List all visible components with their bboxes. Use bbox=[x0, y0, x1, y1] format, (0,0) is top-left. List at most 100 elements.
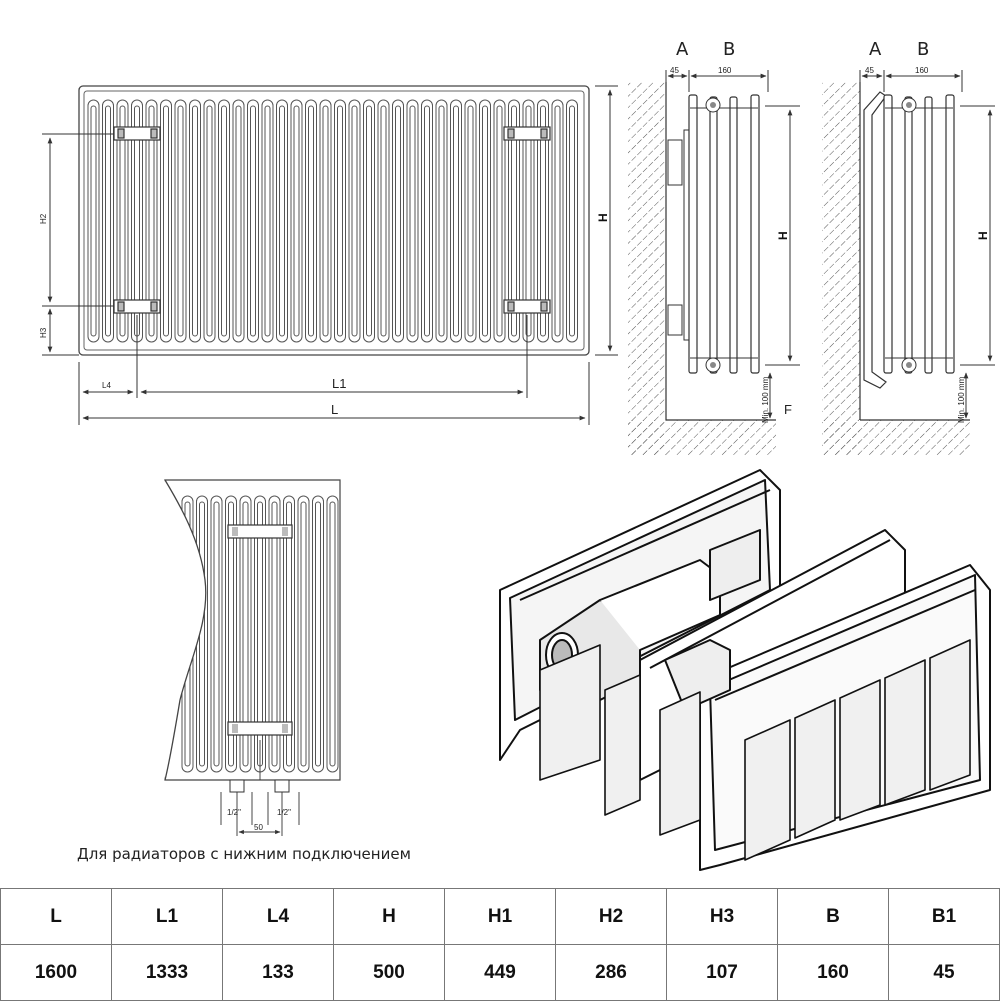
radiator-cutaway-3d bbox=[499, 469, 991, 871]
fin bbox=[145, 99, 158, 343]
fin bbox=[283, 495, 295, 773]
fin-inner bbox=[235, 105, 242, 337]
header-b: B bbox=[777, 888, 889, 945]
fin bbox=[232, 99, 245, 343]
radiator-fins bbox=[87, 99, 578, 343]
fin bbox=[334, 99, 346, 343]
fin bbox=[551, 99, 564, 343]
header-l1: L1 bbox=[111, 888, 223, 945]
header-b1: B1 bbox=[888, 888, 1000, 945]
value-l: 1600 bbox=[0, 944, 112, 1001]
value-l1: 1333 bbox=[111, 944, 223, 1001]
fin-inner bbox=[337, 105, 343, 337]
side2-min-clearance: Min. 100 mm bbox=[957, 376, 966, 423]
header-h: H bbox=[333, 888, 445, 945]
side-h-label: H bbox=[776, 231, 790, 240]
thread-right-label: 1/2" bbox=[277, 808, 291, 817]
fin bbox=[319, 99, 332, 343]
value-h: 500 bbox=[333, 944, 445, 1001]
side2-dim-45: 45 bbox=[865, 66, 874, 75]
fin bbox=[218, 99, 230, 343]
side2-h-label: H bbox=[976, 231, 990, 240]
side2-dim-160: 160 bbox=[915, 66, 929, 75]
fin-inner bbox=[105, 105, 111, 337]
value-l4: 133 bbox=[222, 944, 334, 1001]
side-dim-45: 45 bbox=[670, 66, 679, 75]
fin-inner bbox=[192, 105, 198, 337]
fin-inner bbox=[467, 105, 474, 337]
fin bbox=[348, 99, 361, 343]
fin-inner bbox=[569, 105, 575, 337]
fin bbox=[102, 99, 114, 343]
fin bbox=[450, 99, 462, 343]
value-h1: 449 bbox=[444, 944, 556, 1001]
fin-inner bbox=[148, 105, 155, 337]
side-dim-160: 160 bbox=[718, 66, 732, 75]
fin-inner bbox=[496, 105, 503, 337]
mounting-bracket-top-right bbox=[503, 126, 551, 141]
fin bbox=[377, 99, 390, 343]
fin bbox=[225, 495, 237, 773]
mounting-bracket-bottom-right bbox=[503, 299, 551, 314]
fin bbox=[392, 99, 404, 343]
fin-inner bbox=[119, 105, 126, 337]
fin bbox=[522, 99, 535, 343]
fin bbox=[203, 99, 216, 343]
header-h1: H1 bbox=[444, 888, 556, 945]
value-b: 160 bbox=[777, 944, 889, 1001]
fin-inner bbox=[242, 501, 249, 767]
spec-table-header-row: L L1 L4 H H1 H2 H3 B B1 bbox=[0, 888, 1000, 945]
fin-inner bbox=[163, 105, 169, 337]
fin bbox=[261, 99, 274, 343]
header-l: L bbox=[0, 888, 112, 945]
fin bbox=[239, 495, 252, 773]
fin bbox=[508, 99, 520, 343]
fin bbox=[363, 99, 375, 343]
fin bbox=[210, 495, 223, 773]
fin-inner bbox=[264, 105, 271, 337]
fin-inner bbox=[228, 501, 234, 767]
side-min-clearance: Min. 100 mm bbox=[761, 376, 770, 423]
fin-inner bbox=[395, 105, 401, 337]
fin-inner bbox=[308, 105, 314, 337]
fin bbox=[312, 495, 324, 773]
fin-inner bbox=[286, 501, 292, 767]
value-b1: 45 bbox=[888, 944, 1000, 1001]
fin-inner bbox=[409, 105, 416, 337]
fin bbox=[87, 99, 100, 343]
fin-inner bbox=[322, 105, 329, 337]
fin-inner bbox=[221, 105, 227, 337]
fin bbox=[493, 99, 506, 343]
fin-inner bbox=[453, 105, 459, 337]
fin-inner bbox=[511, 105, 517, 337]
fin-inner bbox=[206, 105, 213, 337]
fin-inner bbox=[366, 105, 372, 337]
fin-inner bbox=[525, 105, 532, 337]
dim-h2-label: H2 bbox=[39, 213, 48, 224]
technical-drawing: L1 L L4 H H2 H3 bbox=[39, 39, 995, 871]
fin bbox=[297, 495, 310, 773]
fin-inner bbox=[300, 501, 307, 767]
fin-inner bbox=[482, 105, 488, 337]
spec-table: L L1 L4 H H1 H2 H3 B B1 1600 1333 133 50… bbox=[0, 888, 1000, 1001]
fin bbox=[537, 99, 549, 343]
fin bbox=[305, 99, 317, 343]
fin bbox=[116, 99, 129, 343]
fin bbox=[290, 99, 303, 343]
fin-inner bbox=[293, 105, 300, 337]
dim-l-label: L bbox=[331, 402, 338, 417]
fin-inner bbox=[90, 105, 97, 337]
connection-spacing-label: 50 bbox=[254, 823, 263, 832]
fin bbox=[160, 99, 172, 343]
fin-inner bbox=[351, 105, 358, 337]
fin bbox=[479, 99, 491, 343]
fin bbox=[174, 99, 187, 343]
fin-inner bbox=[329, 501, 336, 767]
header-l4: L4 bbox=[222, 888, 334, 945]
dim-h3-label: H3 bbox=[39, 327, 48, 338]
fin bbox=[247, 99, 259, 343]
fin-inner bbox=[271, 501, 278, 767]
dim-l4-label: L4 bbox=[102, 381, 111, 390]
header-h2: H2 bbox=[555, 888, 667, 945]
fin-inner bbox=[438, 105, 445, 337]
